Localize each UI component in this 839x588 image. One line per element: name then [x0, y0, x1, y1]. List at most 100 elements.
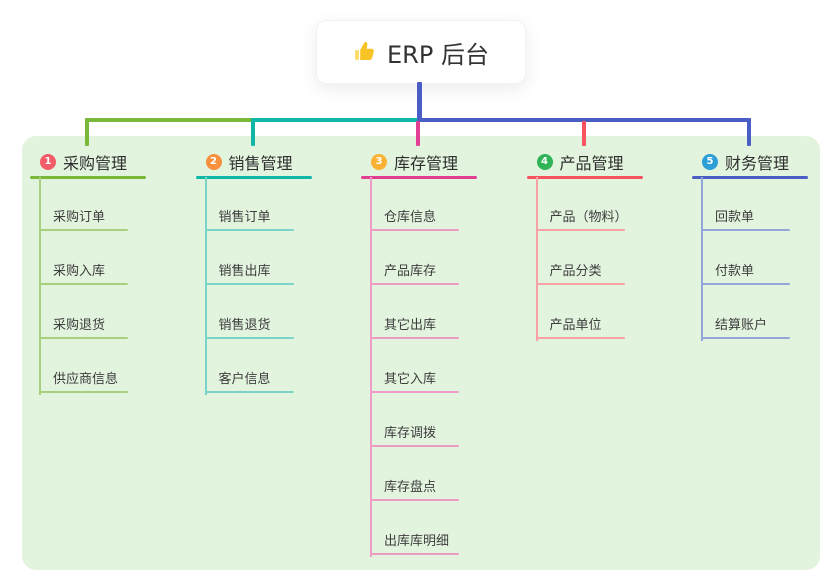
branch-underline	[361, 176, 477, 179]
child-label: 付款单	[715, 264, 755, 279]
branch-number-badge: 2	[205, 154, 222, 170]
child-node[interactable]: 采购退货	[39, 314, 128, 339]
branch-label: 库存管理	[394, 154, 459, 173]
branch-drop-connector	[747, 118, 751, 146]
child-node[interactable]: 库存盘点	[370, 476, 459, 501]
branch-number-badge: 4	[536, 154, 553, 170]
child-label: 销售出库	[218, 264, 271, 279]
child-label: 供应商信息	[53, 372, 119, 387]
branch-node[interactable]: 3 库存管理 仓库信息 产品库存 其它出库 其它入库 库存调拨 库存盘点 出库库…	[361, 148, 477, 557]
child-node[interactable]: 产品单位	[535, 314, 625, 339]
branches-group-panel	[22, 136, 820, 570]
thumbs-up-icon	[353, 40, 377, 64]
branch-header[interactable]: 2 销售管理	[196, 148, 312, 176]
child-node[interactable]: 采购入库	[39, 260, 128, 285]
child-node[interactable]: 采购订单	[39, 206, 128, 231]
branch-node[interactable]: 2 销售管理 销售订单 销售出库 销售退货 客户信息	[195, 148, 312, 395]
child-underline	[535, 283, 625, 285]
child-node[interactable]: 其它入库	[370, 368, 459, 393]
branch-drop-connector	[581, 121, 586, 146]
child-node[interactable]: 销售退货	[204, 314, 294, 339]
child-underline	[370, 337, 459, 339]
child-node[interactable]: 销售出库	[204, 260, 294, 285]
branch-header[interactable]: 1 采购管理	[30, 148, 146, 176]
child-label: 销售退货	[218, 318, 271, 333]
branch-number-badge: 3	[371, 154, 387, 170]
child-underline	[370, 391, 459, 393]
child-underline	[701, 337, 790, 339]
child-underline	[204, 229, 294, 231]
branch-label: 财务管理	[725, 154, 790, 173]
branch-children-line	[39, 177, 41, 395]
child-node[interactable]: 产品分类	[535, 260, 625, 285]
child-label: 库存盘点	[384, 480, 437, 495]
child-node[interactable]: 付款单	[701, 260, 790, 285]
branch-number-badge: 1	[40, 154, 56, 170]
branch-children-line	[535, 177, 538, 341]
child-node[interactable]: 回款单	[701, 206, 790, 231]
child-label: 其它出库	[384, 318, 437, 333]
child-label: 出库库明细	[384, 534, 450, 549]
child-underline	[535, 337, 625, 339]
child-underline	[370, 229, 459, 231]
branch-drop-connector	[85, 118, 89, 146]
child-label: 销售订单	[218, 210, 271, 225]
child-node[interactable]: 产品（物料）	[535, 206, 628, 231]
branch-underline	[30, 176, 146, 179]
branch-label: 产品管理	[559, 154, 624, 173]
child-label: 客户信息	[218, 372, 271, 387]
child-label: 采购退货	[53, 318, 106, 333]
child-label: 回款单	[715, 210, 755, 225]
child-underline	[39, 229, 128, 231]
child-node[interactable]: 其它出库	[370, 314, 459, 339]
tree-connector-horizontal	[87, 118, 255, 122]
branch-label: 采购管理	[63, 154, 128, 173]
branch-underline	[526, 176, 643, 179]
root-node[interactable]: ERP 后台	[316, 20, 526, 84]
child-label: 库存调拨	[384, 426, 437, 441]
child-underline	[701, 229, 790, 231]
child-label: 产品分类	[549, 264, 602, 279]
branch-children-line	[370, 177, 372, 557]
child-label: 产品单位	[549, 318, 602, 333]
branch-children-line	[204, 177, 207, 395]
child-node[interactable]: 出库库明细	[370, 530, 459, 555]
child-label: 采购订单	[53, 210, 106, 225]
child-node[interactable]: 供应商信息	[39, 368, 128, 393]
tree-connector-horizontal	[417, 118, 751, 122]
branch-children-line	[701, 177, 703, 341]
root-label: ERP 后台	[387, 40, 489, 69]
branch-header[interactable]: 5 财务管理	[692, 148, 808, 176]
child-label: 产品库存	[384, 264, 437, 279]
child-node[interactable]: 客户信息	[204, 368, 294, 393]
branch-drop-connector	[250, 118, 255, 146]
branch-label: 销售管理	[228, 154, 293, 173]
branch-header[interactable]: 3 库存管理	[361, 148, 477, 176]
child-node[interactable]: 库存调拨	[370, 422, 459, 447]
branch-header[interactable]: 4 产品管理	[527, 148, 643, 176]
child-node[interactable]: 销售订单	[204, 206, 294, 231]
branch-underline	[195, 176, 312, 179]
child-label: 结算账户	[715, 318, 768, 333]
branch-number-badge: 5	[702, 154, 718, 170]
branch-node[interactable]: 5 财务管理 回款单 付款单 结算账户	[692, 148, 808, 341]
child-underline	[370, 445, 459, 447]
child-underline	[370, 283, 459, 285]
child-node[interactable]: 结算账户	[701, 314, 790, 339]
root-stem-connector	[417, 82, 422, 122]
child-underline	[701, 283, 790, 285]
branch-node[interactable]: 4 产品管理 产品（物料） 产品分类 产品单位	[526, 148, 643, 341]
branch-node[interactable]: 1 采购管理 采购订单 采购入库 采购退货 供应商信息	[30, 148, 146, 395]
child-underline	[370, 553, 459, 555]
child-node[interactable]: 仓库信息	[370, 206, 459, 231]
child-node[interactable]: 产品库存	[370, 260, 459, 285]
tree-connector-horizontal	[252, 118, 422, 122]
child-underline	[39, 283, 128, 285]
child-label: 仓库信息	[384, 210, 437, 225]
child-underline	[39, 337, 128, 339]
child-label: 其它入库	[384, 372, 437, 387]
child-label: 产品（物料）	[549, 210, 628, 225]
branch-drop-connector	[416, 121, 420, 146]
branch-underline	[692, 176, 808, 179]
child-underline	[204, 283, 294, 285]
